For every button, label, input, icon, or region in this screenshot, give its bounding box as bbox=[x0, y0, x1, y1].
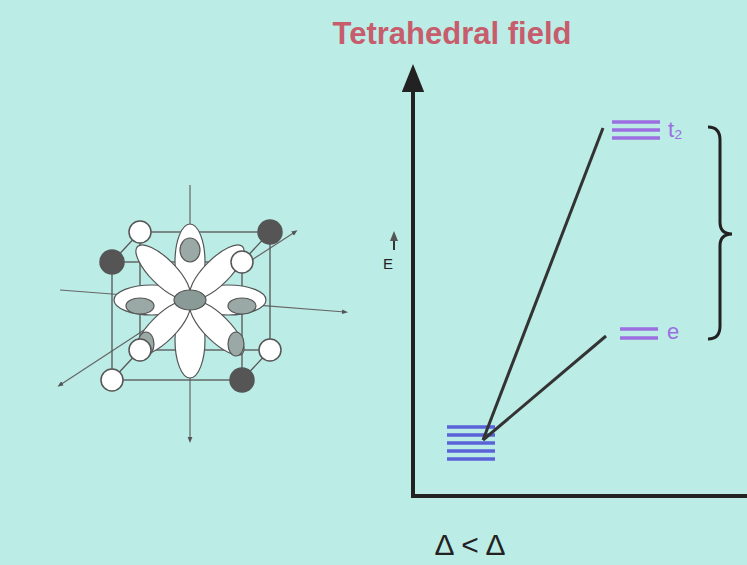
splitting-brace bbox=[708, 127, 732, 339]
cube-illustration bbox=[60, 185, 345, 440]
level-label: t₂ bbox=[668, 119, 683, 141]
degenerate-levels bbox=[447, 427, 495, 459]
splitting-relation: Δ < Δ bbox=[435, 530, 506, 560]
energy-axes bbox=[394, 78, 747, 496]
t2-levels bbox=[612, 122, 660, 138]
slide-title: Tetrahedral field bbox=[333, 18, 572, 49]
correlation-lines bbox=[483, 128, 606, 440]
e-levels bbox=[620, 329, 658, 338]
level-label: e bbox=[667, 321, 679, 343]
energy-axis-label: E bbox=[383, 256, 393, 271]
